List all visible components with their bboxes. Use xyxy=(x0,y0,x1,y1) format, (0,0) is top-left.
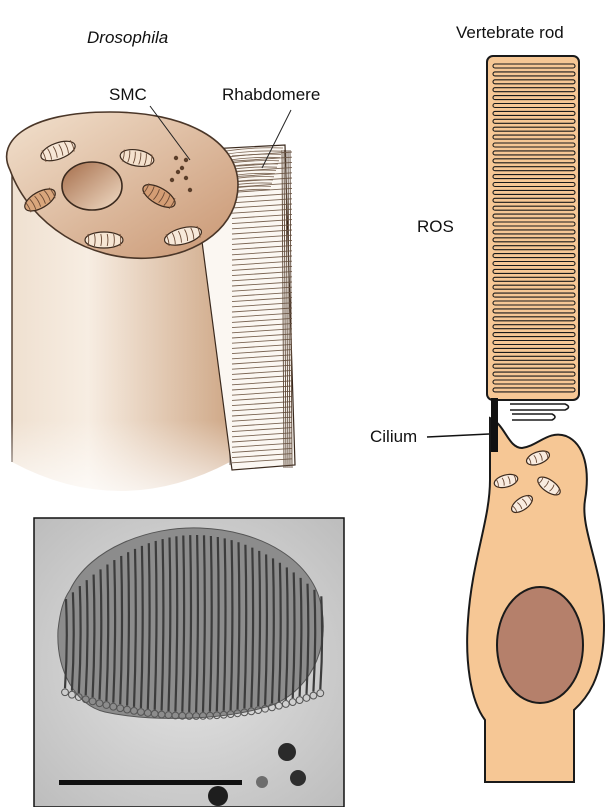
rod-disc xyxy=(493,293,575,297)
scale-bar xyxy=(59,780,242,785)
rod-disc xyxy=(493,262,575,266)
rod-disc xyxy=(493,127,575,131)
granule xyxy=(256,776,268,788)
rod-disc xyxy=(493,309,575,313)
smc-dot xyxy=(184,158,188,162)
rod-disc xyxy=(493,206,575,210)
smc-dot xyxy=(174,156,178,160)
rod-disc xyxy=(493,254,575,258)
rod-disc xyxy=(493,356,575,360)
granule xyxy=(278,743,296,761)
rod-disc xyxy=(493,183,575,187)
rod-disc xyxy=(493,222,575,226)
rod-disc xyxy=(493,135,575,139)
vertebrate-rod xyxy=(467,56,604,782)
rod-disc xyxy=(493,175,575,179)
drosophila-cell xyxy=(0,112,295,520)
rod-disc xyxy=(493,238,575,242)
smc-dot xyxy=(184,176,188,180)
rod-disc xyxy=(493,64,575,68)
rod-disc xyxy=(493,111,575,115)
em-micrograph xyxy=(34,518,344,807)
smc-dot xyxy=(188,188,192,192)
mitochondrion-icon xyxy=(85,232,123,248)
granule xyxy=(290,770,306,786)
cilium-bar xyxy=(491,398,498,452)
rod-disc xyxy=(493,317,575,321)
smc-dot xyxy=(176,170,180,174)
rod-disc xyxy=(493,285,575,289)
rod-disc xyxy=(493,325,575,329)
nucleus-icon xyxy=(62,162,122,210)
ros-label: ROS xyxy=(417,217,454,236)
rod-basal-disc xyxy=(510,404,569,410)
rod-nucleus xyxy=(497,587,583,703)
rod-disc xyxy=(493,277,575,281)
mitochondrion-membrane xyxy=(85,232,123,248)
granule xyxy=(208,786,228,806)
rod-disc xyxy=(493,72,575,76)
rod-basal-disc xyxy=(512,414,555,420)
vertebrate-rod-label: Vertebrate rod xyxy=(456,23,564,42)
rod-disc xyxy=(493,341,575,345)
rod-disc xyxy=(493,269,575,273)
smc-dot xyxy=(170,178,174,182)
rod-disc xyxy=(493,167,575,171)
rod-disc xyxy=(493,372,575,376)
cilium-leader-line xyxy=(427,434,489,437)
rod-disc xyxy=(493,301,575,305)
rod-disc xyxy=(493,96,575,100)
rod-disc xyxy=(493,143,575,147)
smc-dot xyxy=(180,166,184,170)
rod-disc xyxy=(493,388,575,392)
cilium-label: Cilium xyxy=(370,427,417,446)
rod-disc xyxy=(493,380,575,384)
rod-disc xyxy=(493,88,575,92)
rod-disc xyxy=(493,364,575,368)
rod-disc xyxy=(493,104,575,108)
rod-disc xyxy=(493,333,575,337)
rod-disc xyxy=(493,80,575,84)
smc-label: SMC xyxy=(109,85,147,104)
rod-disc xyxy=(493,151,575,155)
rhabdomere-label: Rhabdomere xyxy=(222,85,320,104)
rod-disc xyxy=(493,246,575,250)
drosophila-label: Drosophila xyxy=(87,28,168,47)
rod-disc xyxy=(493,119,575,123)
rod-disc xyxy=(493,198,575,202)
rod-disc xyxy=(493,190,575,194)
rod-disc xyxy=(493,214,575,218)
rod-disc xyxy=(493,348,575,352)
rod-disc xyxy=(493,230,575,234)
rod-disc xyxy=(493,159,575,163)
